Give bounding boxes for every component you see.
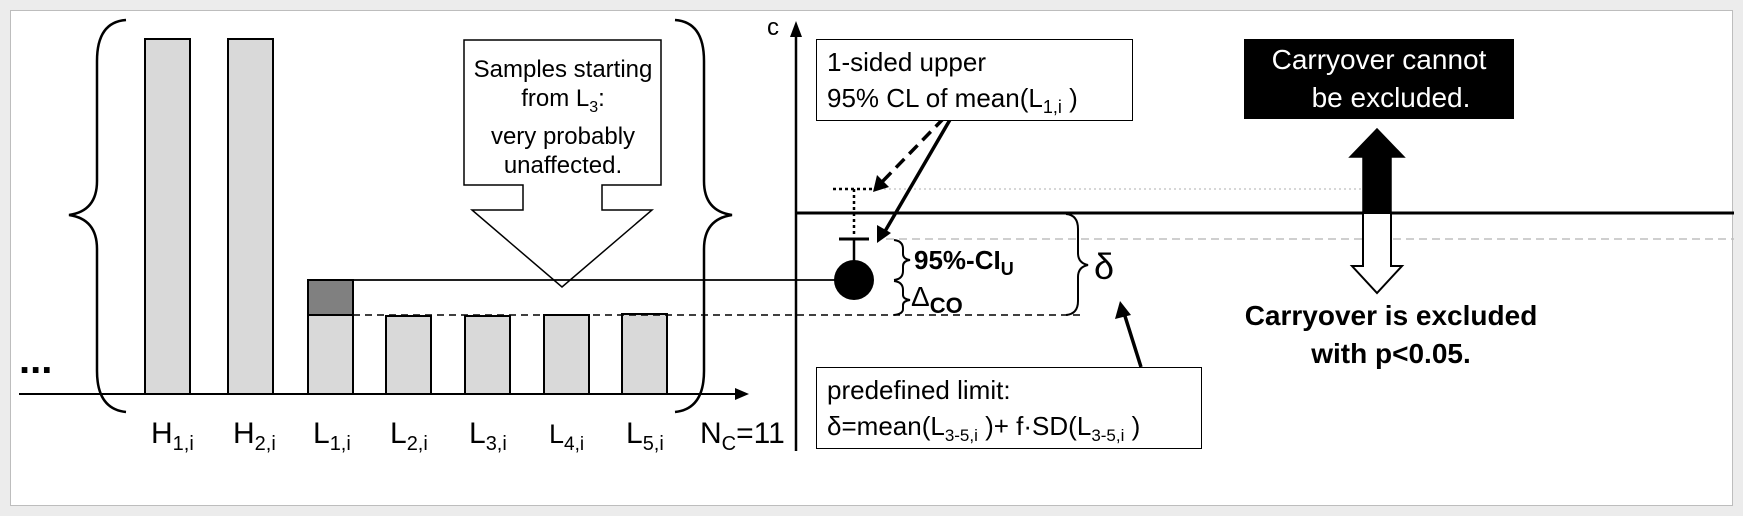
bar-label-h1: H1,i [151, 417, 194, 455]
bar-h2 [227, 38, 274, 395]
ellipsis: ... [19, 338, 52, 382]
bar-label-h2: H2,i [233, 417, 276, 455]
cannot-exclude-arrow [1348, 127, 1406, 214]
samples-note-line2: from L3: [521, 85, 605, 116]
bar-label-l5: L5,i [626, 417, 664, 455]
samples-note-text: Samples starting from L3: very probably … [466, 55, 660, 180]
predefined-limit-line1: predefined limit: [827, 375, 1011, 405]
c-axis-label: c [767, 14, 779, 41]
right-curly-brace [674, 18, 733, 414]
left-curly-brace [68, 18, 127, 414]
bar-label-l2: L2,i [390, 417, 428, 455]
carryover-cannot-note: Carryover cannot be excluded. [1244, 39, 1514, 119]
carryover-excluded-label: Carryover is excluded with p<0.05. [1226, 297, 1556, 373]
bar-label-l3: L3,i [469, 417, 507, 455]
upper-cl-note-line2: 95% CL of mean(L1,i ) [827, 83, 1078, 118]
bar-l4 [543, 314, 590, 395]
upper-cl-note-line1: 1-sided upper [827, 47, 986, 77]
predefined-limit-note: predefined limit: δ=mean(L3-5,i )+ f·SD(… [816, 367, 1202, 449]
excluded-arrow [1349, 212, 1405, 295]
samples-note-line4: unaffected. [503, 151, 623, 179]
ci-brace [893, 239, 911, 281]
bar-label-l1: L1,i [313, 417, 351, 455]
bar-l5 [621, 313, 668, 395]
left-x-axis-arrowhead [735, 388, 749, 400]
carryover-cannot-line1: Carryover cannot [1271, 44, 1487, 75]
delta-brace [1065, 213, 1089, 316]
ci-upper-label: 95%-CIU [914, 245, 1014, 279]
delta-symbol: δ [1094, 246, 1114, 287]
upper-cl-note: 1-sided upper 95% CL of mean(L1,i ) [816, 39, 1133, 121]
limit-note-arrow [1122, 312, 1143, 368]
l1-mean-point [834, 260, 874, 300]
bar-l1 [307, 314, 354, 395]
bar-l2 [385, 315, 432, 395]
samples-note-line3: very probably [490, 122, 636, 150]
cl-note-solid-arrow [882, 117, 953, 234]
limit-note-arrowhead [1115, 301, 1131, 319]
c-axis-arrowhead [790, 21, 802, 37]
samples-callout-arrow [463, 39, 662, 288]
figure-frame: ... H1,i H2,i L1,i L2,i L3,i L4,i L5,i N… [10, 10, 1734, 506]
diagram-canvas: ... H1,i H2,i L1,i L2,i L3,i L4,i L5,i N… [19, 14, 1734, 455]
bar-l3 [464, 315, 511, 395]
cl-note-dashed-arrowhead [873, 175, 889, 192]
bar-l1-carryover [307, 279, 354, 316]
carryover-cannot-line2: be excluded. [1311, 82, 1471, 113]
nc-label: NC=11 [700, 417, 785, 455]
bar-h1 [144, 38, 191, 395]
cl-note-solid-arrowhead [877, 225, 891, 243]
bar-label-l4: L4,i [549, 419, 584, 455]
carryover-excluded-line2: with p<0.05. [1311, 338, 1471, 369]
delta-co-label: ΔCO [911, 281, 963, 318]
carryover-excluded-line1: Carryover is excluded [1244, 300, 1538, 331]
predefined-limit-line2: δ=mean(L3-5,i )+ f·SD(L3-5,i ) [827, 411, 1141, 446]
delta-co-brace [893, 280, 911, 316]
samples-note-line1: Samples starting [473, 56, 653, 83]
cl-note-dashed-arrow [879, 116, 946, 185]
